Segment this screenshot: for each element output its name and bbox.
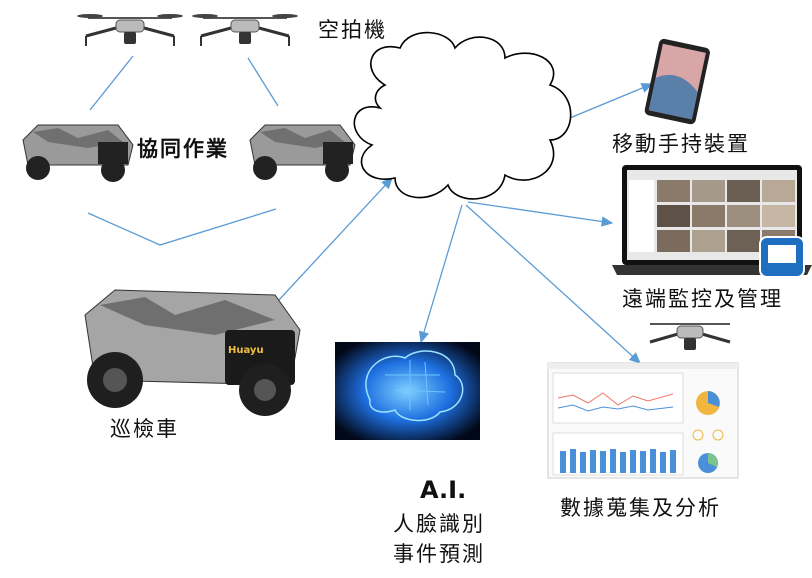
label-face-recognition: 人臉識別 — [393, 512, 485, 536]
cooperative-link — [87, 208, 277, 246]
drone1-link — [89, 55, 134, 111]
cloud-ai-arrow — [419, 204, 463, 344]
laptop-icon — [612, 165, 812, 278]
label-patrol-vehicle: 巡檢車 — [110, 417, 179, 441]
label-ai-title: A.I. — [420, 476, 467, 504]
vehicle-cloud-arrow — [264, 177, 393, 316]
ai-brain-image — [335, 342, 480, 440]
label-mobile-device: 移動手持裝置 — [612, 132, 750, 156]
cloud-data-arrow — [465, 204, 641, 364]
dashboard-image — [547, 362, 739, 479]
label-data-collection: 數據蒐集及分析 — [560, 496, 721, 520]
label-cooperative: 協同作業 — [137, 137, 229, 161]
cloud-icon — [353, 31, 572, 200]
vehicle-icon — [22, 124, 134, 182]
label-event-prediction: 事件預測 — [393, 542, 485, 566]
label-drones: 空拍機 — [318, 18, 387, 42]
cloud-mobile-arrow — [564, 83, 654, 121]
drone-icon — [192, 14, 298, 46]
label-remote-monitoring: 遠端監控及管理 — [622, 287, 783, 311]
cloud-monitor-arrow — [467, 201, 614, 227]
tablet-icon — [644, 38, 710, 125]
drone-icon — [649, 323, 731, 350]
patrol-vehicle-icon — [84, 289, 301, 416]
vehicle-icon — [249, 124, 356, 182]
drone2-link — [247, 57, 279, 107]
drone-icon — [77, 14, 183, 46]
vehicle-brand-text: Huayu — [228, 345, 264, 356]
